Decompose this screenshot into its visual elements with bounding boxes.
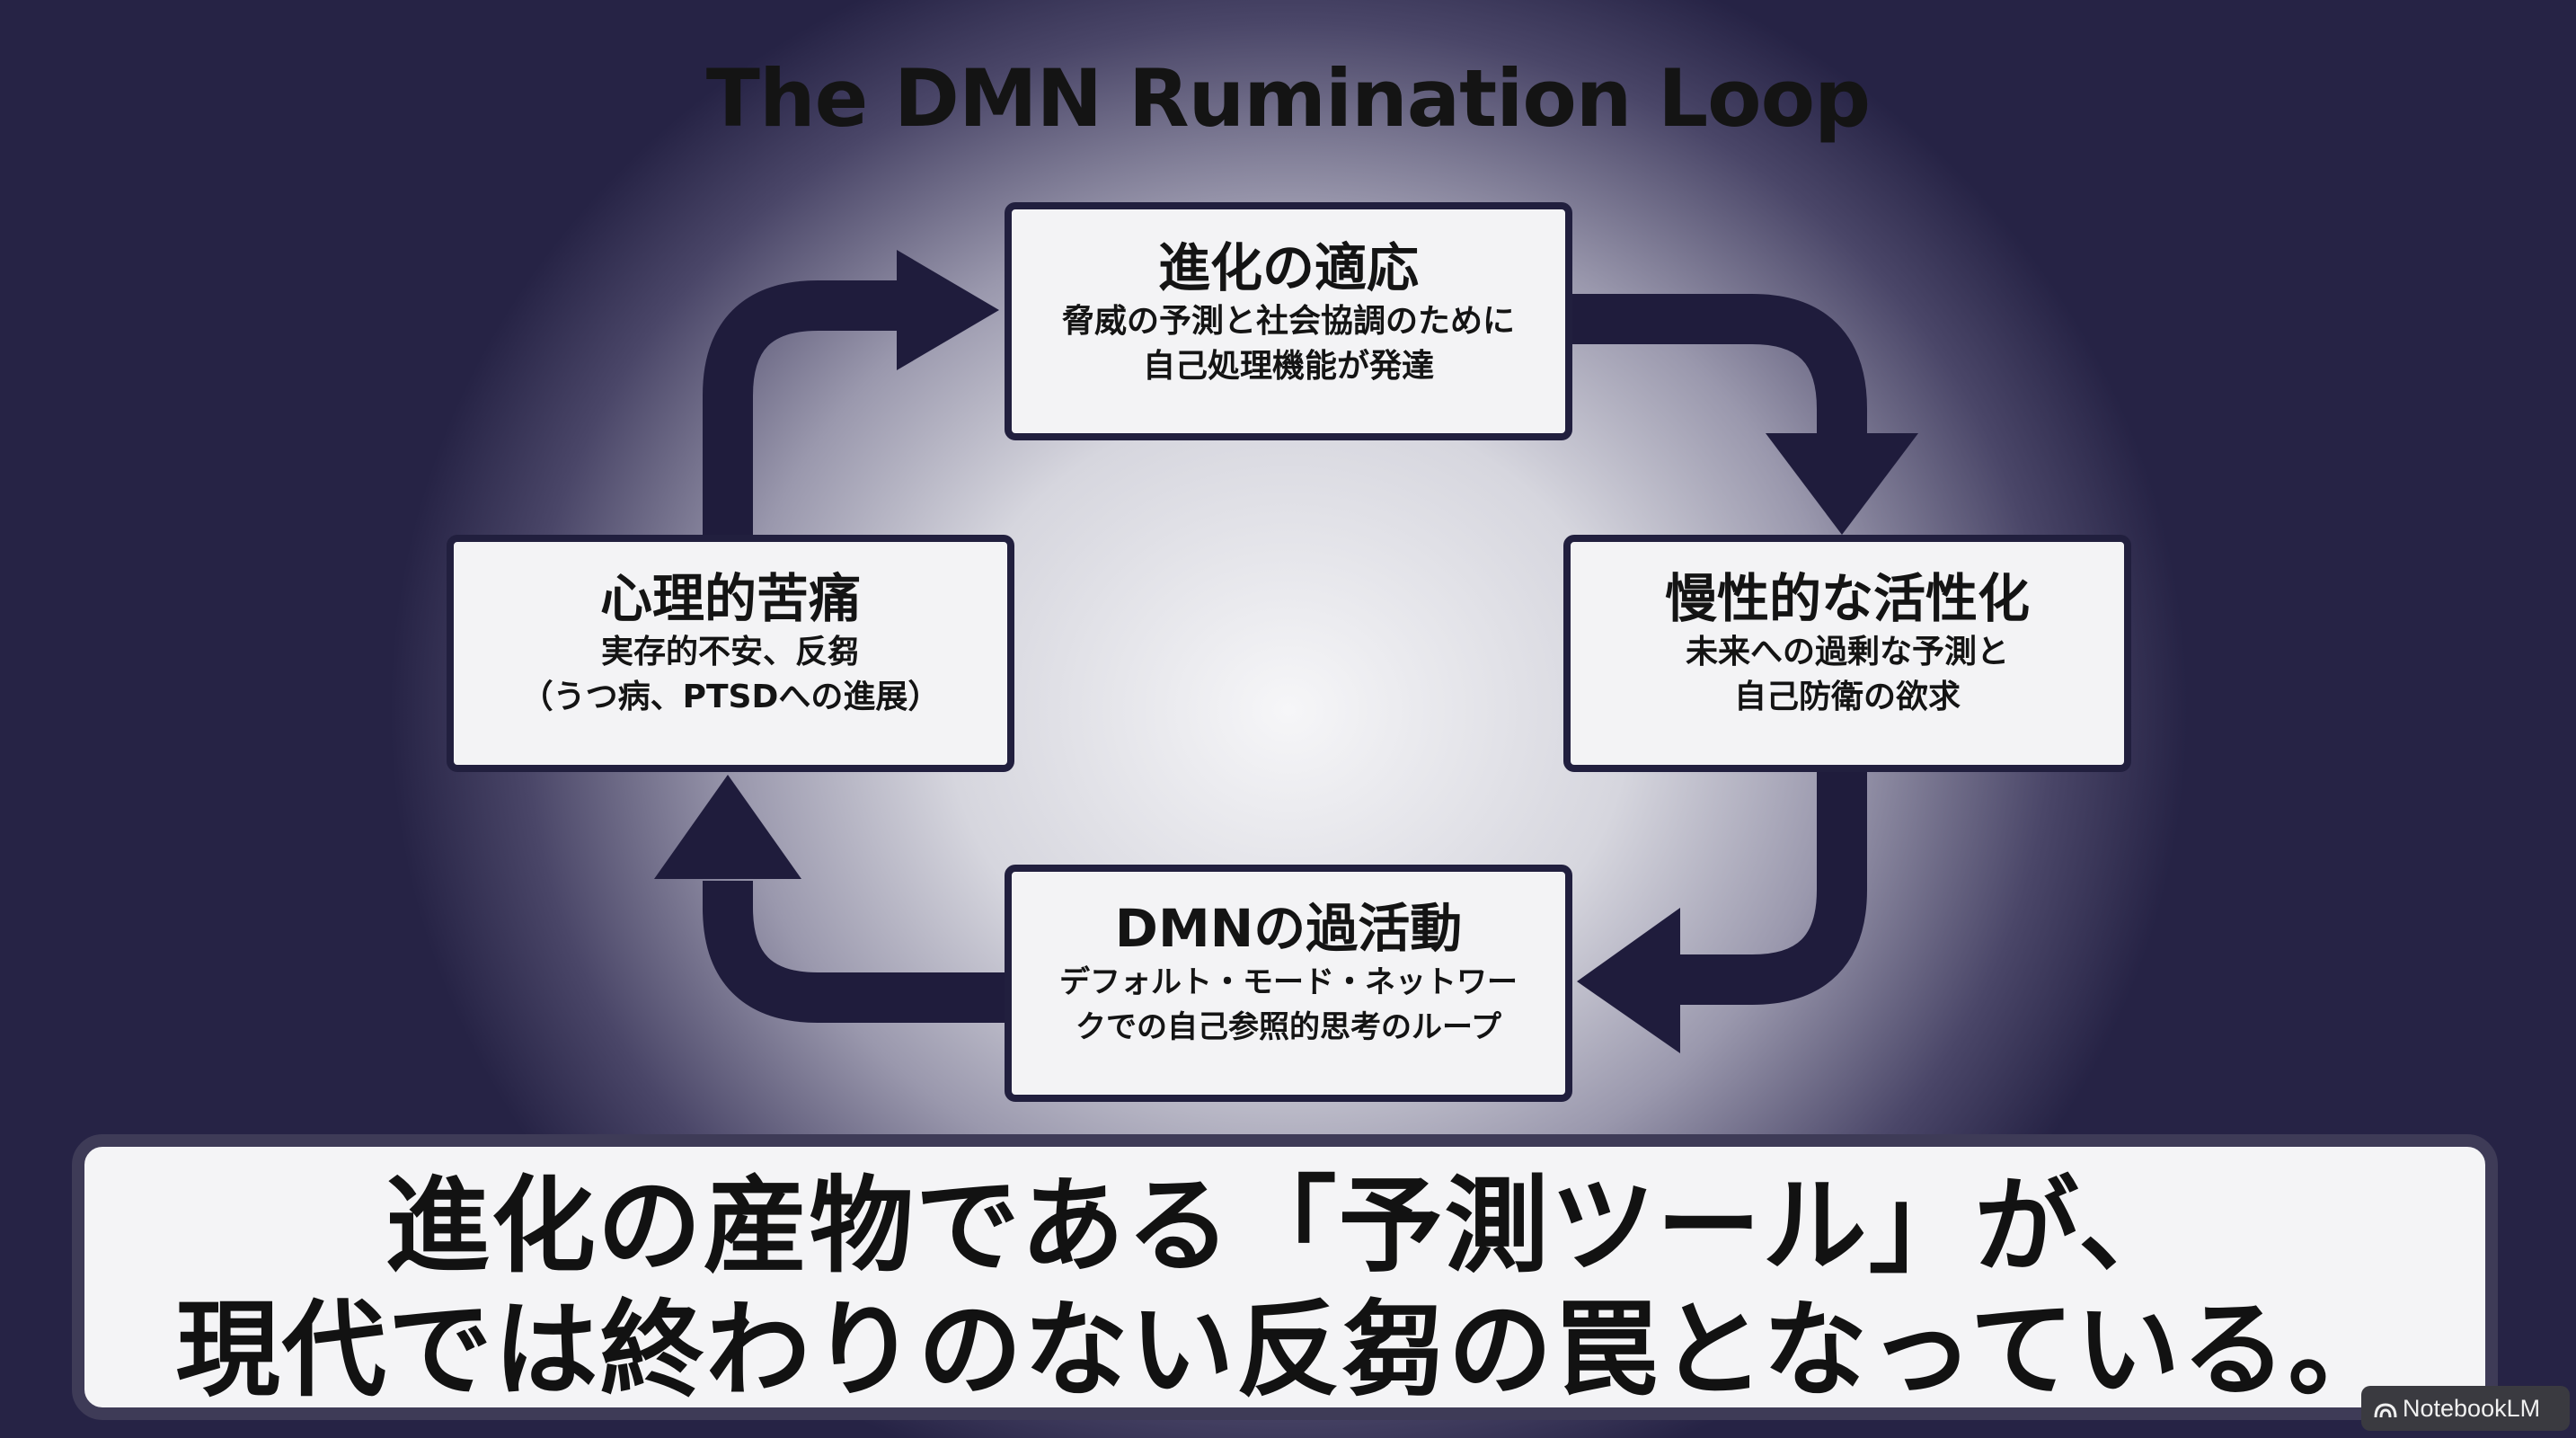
arrowhead-down-right (1766, 433, 1918, 535)
notebooklm-watermark: NotebookLM (2361, 1386, 2570, 1431)
node-evolutionary-adaptation: 進化の適応 脅威の予測と社会協調のために 自己処理機能が発達 (1005, 202, 1572, 440)
diagram-title: The DMN Rumination Loop (705, 52, 1871, 145)
node-psychological-distress: 心理的苦痛 実存的不安、反芻 （うつ病、PTSDへの進展） (447, 535, 1014, 772)
arrowhead-left-bottom (1577, 908, 1680, 1053)
subtitle-caption: 進化の産物である「予測ツール」が、 現代では終わりのない反芻の罠となっている。 (72, 1134, 2498, 1420)
watermark-label: NotebookLM (2403, 1395, 2541, 1422)
caption-line-2: 現代では終わりのない反芻の罠となっている。 (175, 1290, 2395, 1411)
node-description: 未来への過剰な予測と 自己防衛の欲求 (1685, 634, 2009, 715)
node-heading: DMNの過活動 (1114, 898, 1463, 959)
node-description: デフォルト・モード・ネットワー クでの自己参照的思考のループ (1059, 964, 1518, 1045)
arrow-right-to-bottom (1671, 771, 1867, 1005)
arrowhead-up-left (654, 775, 801, 879)
node-dmn-hyperactivity: DMNの過活動 デフォルト・モード・ネットワー クでの自己参照的思考のループ (1005, 865, 1572, 1102)
node-heading: 進化の適応 (1157, 237, 1419, 298)
arrowhead-right-top (897, 250, 999, 370)
arrow-left-to-top (703, 280, 899, 537)
arrow-top-to-right (1571, 294, 1867, 449)
node-description: 脅威の予測と社会協調のために 自己処理機能が発達 (1061, 303, 1515, 385)
node-description: 実存的不安、反芻 （うつ病、PTSDへの進展） (520, 634, 941, 715)
node-heading: 慢性的な活性化 (1664, 568, 2030, 629)
caption-line-1: 進化の産物である「予測ツール」が、 (385, 1166, 2185, 1287)
arrow-bottom-to-left (703, 881, 1006, 1023)
node-heading: 心理的苦痛 (599, 568, 861, 629)
node-chronic-activation: 慢性的な活性化 未来への過剰な予測と 自己防衛の欲求 (1563, 535, 2131, 772)
notebooklm-logo-icon (2374, 1403, 2397, 1418)
